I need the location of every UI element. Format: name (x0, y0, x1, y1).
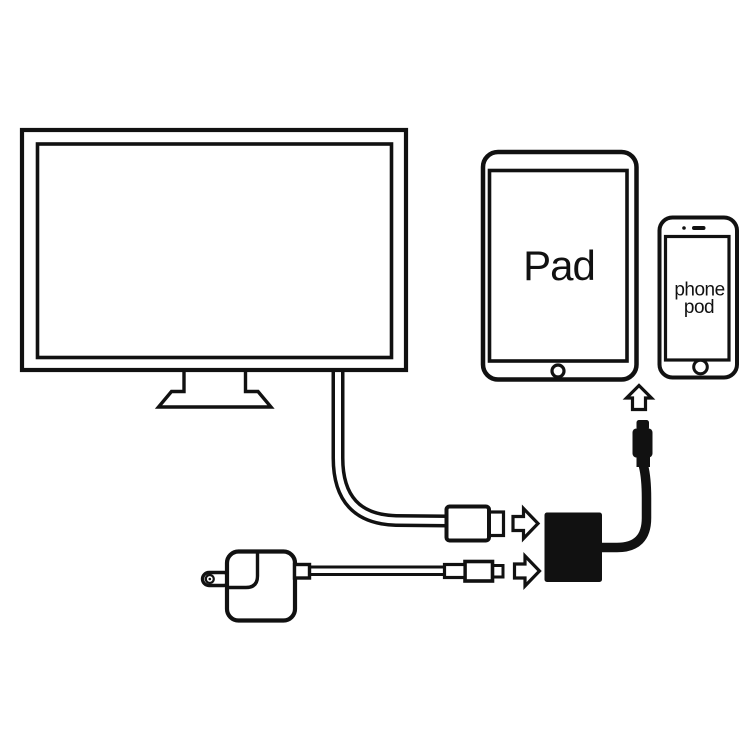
tablet-screen (487, 168, 629, 363)
monitor-screen (35, 142, 394, 360)
usb-connector-icon (442, 559, 505, 583)
monitor-cable (331, 366, 450, 528)
hdmi-connector-icon (444, 504, 506, 543)
tablet-label: Pad (523, 242, 595, 289)
power-adapter-body (224, 549, 298, 623)
prong-hole-dot (208, 577, 212, 581)
phone-speaker-icon (692, 226, 706, 230)
phone-screen (663, 234, 731, 362)
phone-label-line2: pod (684, 297, 714, 318)
up-arrow-icon (622, 383, 656, 412)
adapter-box (544, 512, 602, 582)
tablet-home-button (550, 363, 566, 379)
power-adapter-strain-relief (292, 562, 312, 580)
monitor-stand (154, 367, 275, 409)
phone-home-button (692, 358, 709, 376)
lightning-cable (600, 420, 653, 553)
lightning-connector-icon (632, 420, 653, 467)
monitor (19, 127, 409, 409)
power-adapter (200, 549, 312, 623)
phone: phone pod (657, 215, 739, 380)
power-adapter-seam (229, 553, 260, 590)
phone-camera-icon (682, 226, 686, 230)
tablet: Pad (480, 149, 639, 382)
right-arrow-icon (512, 552, 542, 590)
right-arrow-icon (511, 504, 541, 543)
phone-label-line1: phone (674, 280, 724, 301)
